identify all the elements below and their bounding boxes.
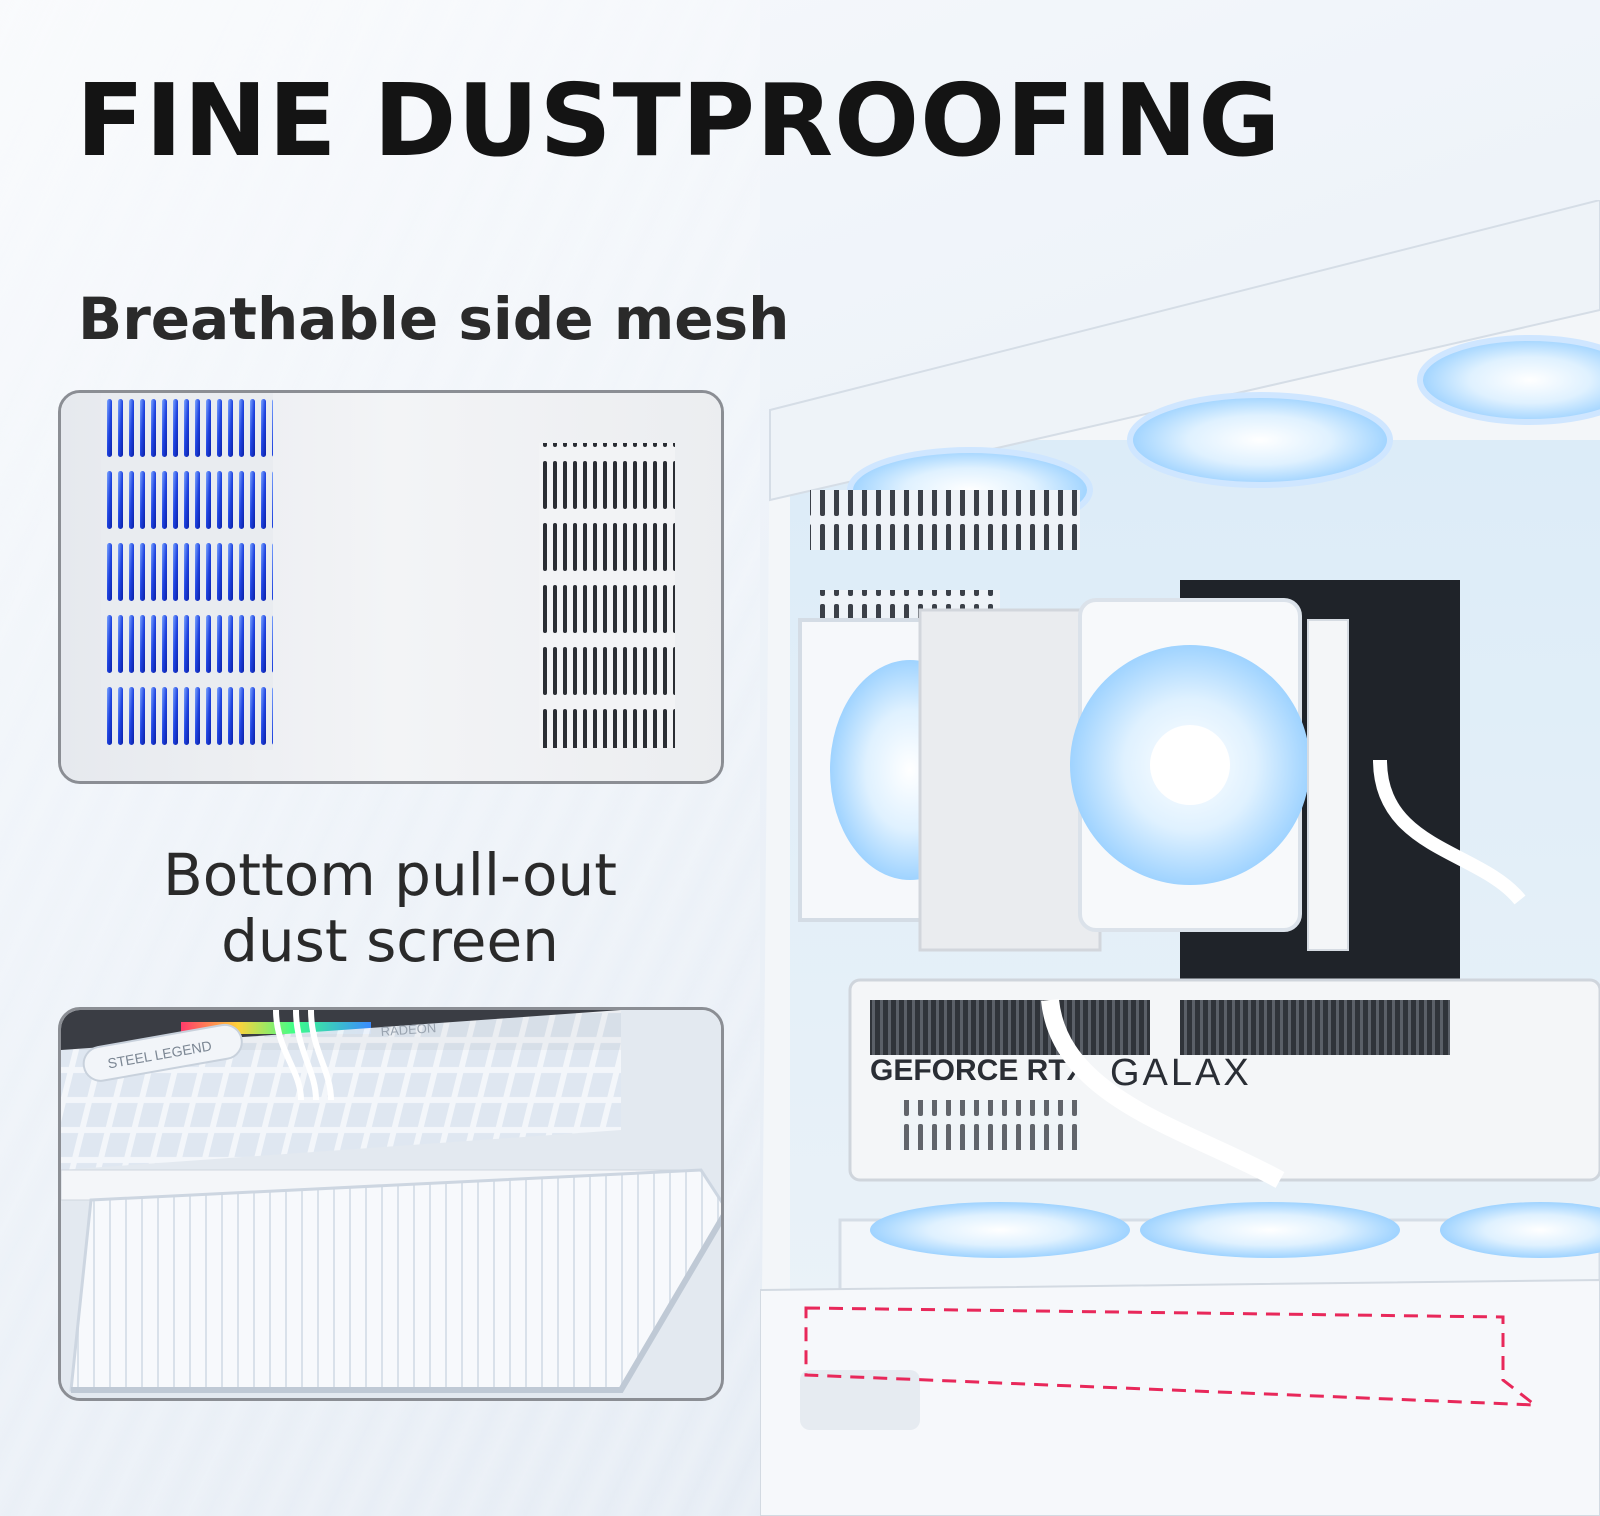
radeon-label: RADEON (380, 1020, 437, 1039)
page-title: FINE DUSTPROOFING (76, 62, 1282, 179)
gpu-brand-label: GALAX (1110, 1052, 1252, 1094)
side-mesh-closeup (58, 390, 724, 784)
feature-dust-screen-label: Bottom pull-out dust screen (60, 842, 720, 974)
dust-filter-highlight (804, 1306, 1538, 1407)
feature-side-mesh-label: Breathable side mesh (78, 285, 790, 353)
dust-screen-closeup: STEEL LEGEND RADEON (58, 1007, 724, 1401)
pc-case-illustration: GEFORCE RTX GALAX (760, 200, 1600, 1516)
feature-dust-screen-line1: Bottom pull-out (163, 841, 617, 909)
dust-screen-illustration: STEEL LEGEND RADEON (61, 1010, 721, 1398)
feature-dust-screen-line2: dust screen (221, 907, 559, 975)
side-mesh-illustration (61, 393, 721, 781)
pc-case-photo: GEFORCE RTX GALAX (760, 200, 1600, 1516)
gpu-series-label: GEFORCE RTX (870, 1054, 1087, 1087)
